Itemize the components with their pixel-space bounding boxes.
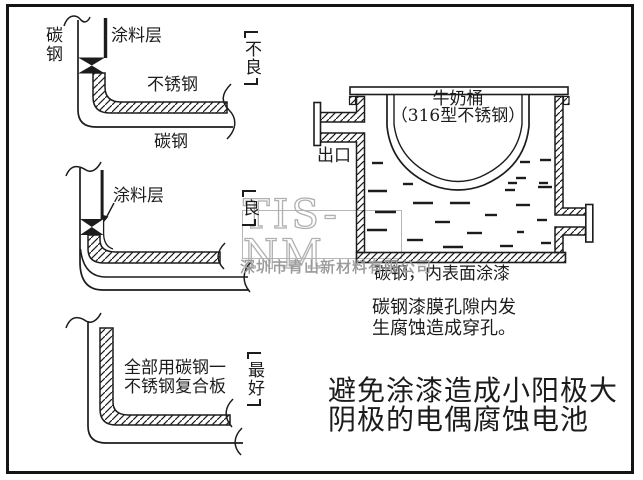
label-outlet: 出口: [317, 146, 351, 166]
stainless-lining-hatch: [87, 234, 221, 264]
bracket-top-icon: [246, 352, 261, 359]
pipe-diagram-bad: [63, 15, 236, 140]
figure-border: [6, 4, 634, 474]
label-carbon-steel-vertical: 碳钢: [42, 26, 62, 64]
outlet-flange-right: [584, 203, 594, 243]
pipe-break-mark: [225, 398, 234, 428]
tank-diagram: [313, 86, 594, 264]
verdict-good: 良: [239, 190, 259, 226]
stainless-bowl-inner: [393, 94, 523, 183]
note-advice: 避免涂漆造成小阳极大 阴极的电偶腐蚀电池: [328, 374, 619, 436]
tank-wall-left-upper: [319, 95, 366, 123]
label-tank-material: （316型不锈钢）: [390, 106, 526, 126]
watermark-logo: TIS-NM: [242, 191, 340, 278]
verdict-best: 最好: [244, 352, 264, 406]
verdict-bad: 不良: [241, 31, 261, 85]
label-tank-title: 牛奶桶: [432, 89, 484, 109]
bracket-top-icon: [243, 31, 258, 38]
outlet-flange-left: [313, 101, 322, 147]
coating-layer-bar: [103, 18, 108, 58]
tank-bottom: [355, 251, 567, 264]
liquid-dashes: [367, 158, 552, 249]
bracket-top-icon: [241, 190, 256, 197]
pipe-break-mark: [222, 83, 236, 140]
bracket-bottom-icon: [243, 78, 258, 85]
tank-rim: [349, 86, 569, 96]
pipe-diagram-best: [65, 312, 243, 456]
note-pitting: 碳钢漆膜孔隙内发 生腐蚀造成穿孔。: [372, 297, 516, 339]
tank-wall-right-lower: [554, 226, 587, 254]
label-carbon-steel-bottom: 碳钢: [154, 132, 188, 152]
label-tank-shell-note: 碳钢，内表面涂漆: [374, 264, 510, 284]
watermark-company: 深圳市青山新材料有限公司: [240, 258, 433, 276]
pipe-diagram-good: [65, 161, 252, 293]
bracket-bottom-icon: [246, 399, 261, 406]
stainless-bowl-outer: [386, 94, 530, 191]
coating-layer-bar: [100, 170, 104, 219]
pipe-break-mark: [217, 242, 226, 270]
watermark-box: TIS-NM: [242, 194, 402, 275]
tank-wall-right-upper: [554, 95, 588, 216]
label-coating-layer-a: 涂料层: [111, 26, 162, 46]
clad-plate-hatch: [99, 327, 231, 426]
label-clad-plate: 全部用碳钢一 不锈钢复合板: [124, 358, 226, 397]
stainless-lining-hatch: [92, 72, 228, 114]
label-coating-layer-b: 涂料层: [113, 186, 164, 206]
bracket-bottom-icon: [241, 219, 256, 226]
label-stainless: 不锈钢: [147, 75, 198, 95]
weld-joint-icon: [78, 57, 105, 66]
weld-joint-icon: [80, 219, 104, 227]
